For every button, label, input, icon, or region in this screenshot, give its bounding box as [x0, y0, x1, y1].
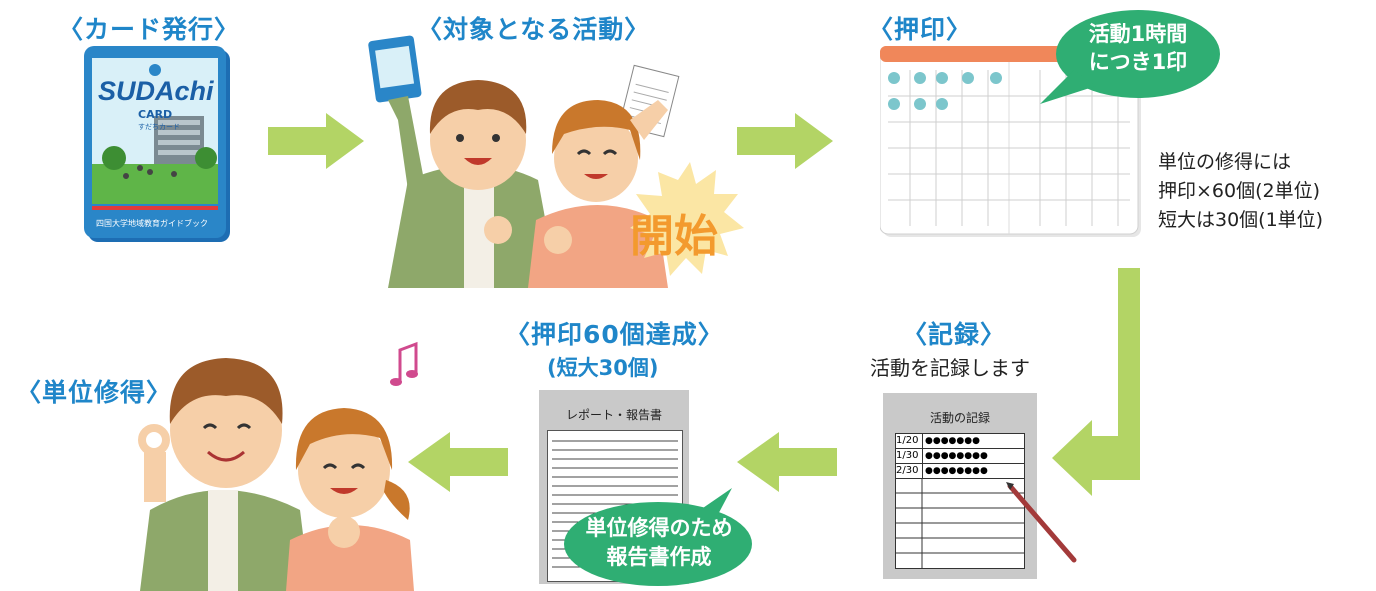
bubble-line: 単位修得のため	[585, 516, 733, 540]
record-dots: ●●●●●●●●	[925, 466, 988, 476]
card-kana: すだちカード	[138, 123, 180, 131]
table-row: 2/30 ●●●●●●●●	[896, 464, 1024, 479]
students-icon	[368, 35, 744, 288]
bubble-line: 活動1時間	[1088, 22, 1188, 46]
arrow-right-icon	[268, 113, 364, 169]
record-title: 〈記録〉	[902, 320, 1007, 349]
sudachi-card: SUDAchi CARD すだちカード 四国大学地域教育ガイドブック	[84, 46, 232, 244]
record-dots: ●●●●●●●●	[925, 451, 988, 461]
table-row: 1/30 ●●●●●●●●	[896, 449, 1024, 464]
table-row: 1/20 ●●●●●●●	[896, 434, 1024, 449]
activities-illustration: 開始	[368, 30, 748, 288]
arrow-left-icon	[737, 432, 837, 492]
stamp-title: 〈押印〉	[868, 15, 973, 44]
sudachi-card-illustration	[84, 46, 230, 242]
card-footer: 四国大学地域教育ガイドブック	[96, 219, 208, 228]
record-table: 1/20 ●●●●●●● 1/30 ●●●●●●●● 2/30 ●●●●●●●●	[895, 433, 1025, 569]
report-sheet-heading: レポート・報告書	[565, 408, 662, 422]
achieve-subtitle: (短大30個)	[547, 356, 659, 380]
arrow-right-icon	[737, 113, 833, 169]
credit-title: 〈単位修得〉	[16, 378, 173, 407]
empty-rows	[896, 479, 1024, 569]
stamp-speech-bubble: 活動1時間 につき1印	[1026, 6, 1222, 106]
credit-note-line: 単位の修得には	[1158, 151, 1292, 173]
pencil-icon	[1006, 482, 1077, 563]
record-date: 1/20	[896, 434, 923, 448]
card-sub: CARD	[138, 108, 173, 121]
bubble-line: 報告書作成	[606, 545, 712, 569]
achieve-title: 〈押印60個達成〉	[505, 320, 724, 349]
bubble-line: につき1印	[1088, 50, 1188, 74]
record-sheet: 活動の記録 1/20 ●●●●●●● 1/30 ●●●●●●●● 2/30 ●●…	[883, 393, 1037, 579]
activities-title: 〈対象となる活動〉	[417, 15, 651, 44]
happy-students-icon	[138, 341, 418, 591]
card-issue-title: 〈カード発行〉	[58, 15, 241, 44]
arrow-left-icon	[408, 432, 508, 492]
record-sheet-heading: 活動の記録	[929, 411, 990, 425]
speech-bubble-icon	[1040, 10, 1220, 104]
credit-note-line: 押印×60個(2単位)	[1158, 180, 1321, 202]
credit-illustration	[130, 320, 420, 591]
credit-note-line: 短大は30個(1単位)	[1158, 209, 1324, 231]
credit-note: 単位の修得には 押印×60個(2単位) 短大は30個(1単位)	[1158, 148, 1323, 235]
card-brand: SUDAchi	[98, 76, 214, 106]
report-speech-bubble: 単位修得のため 報告書作成	[562, 488, 756, 588]
start-badge: 開始	[630, 211, 718, 262]
speech-bubble-icon	[564, 488, 752, 586]
record-date: 1/30	[896, 449, 923, 463]
record-dots: ●●●●●●●	[925, 436, 980, 446]
record-subtitle: 活動を記録します	[870, 356, 1030, 380]
record-date: 2/30	[896, 464, 923, 478]
arrow-down-left-icon	[1052, 268, 1140, 496]
